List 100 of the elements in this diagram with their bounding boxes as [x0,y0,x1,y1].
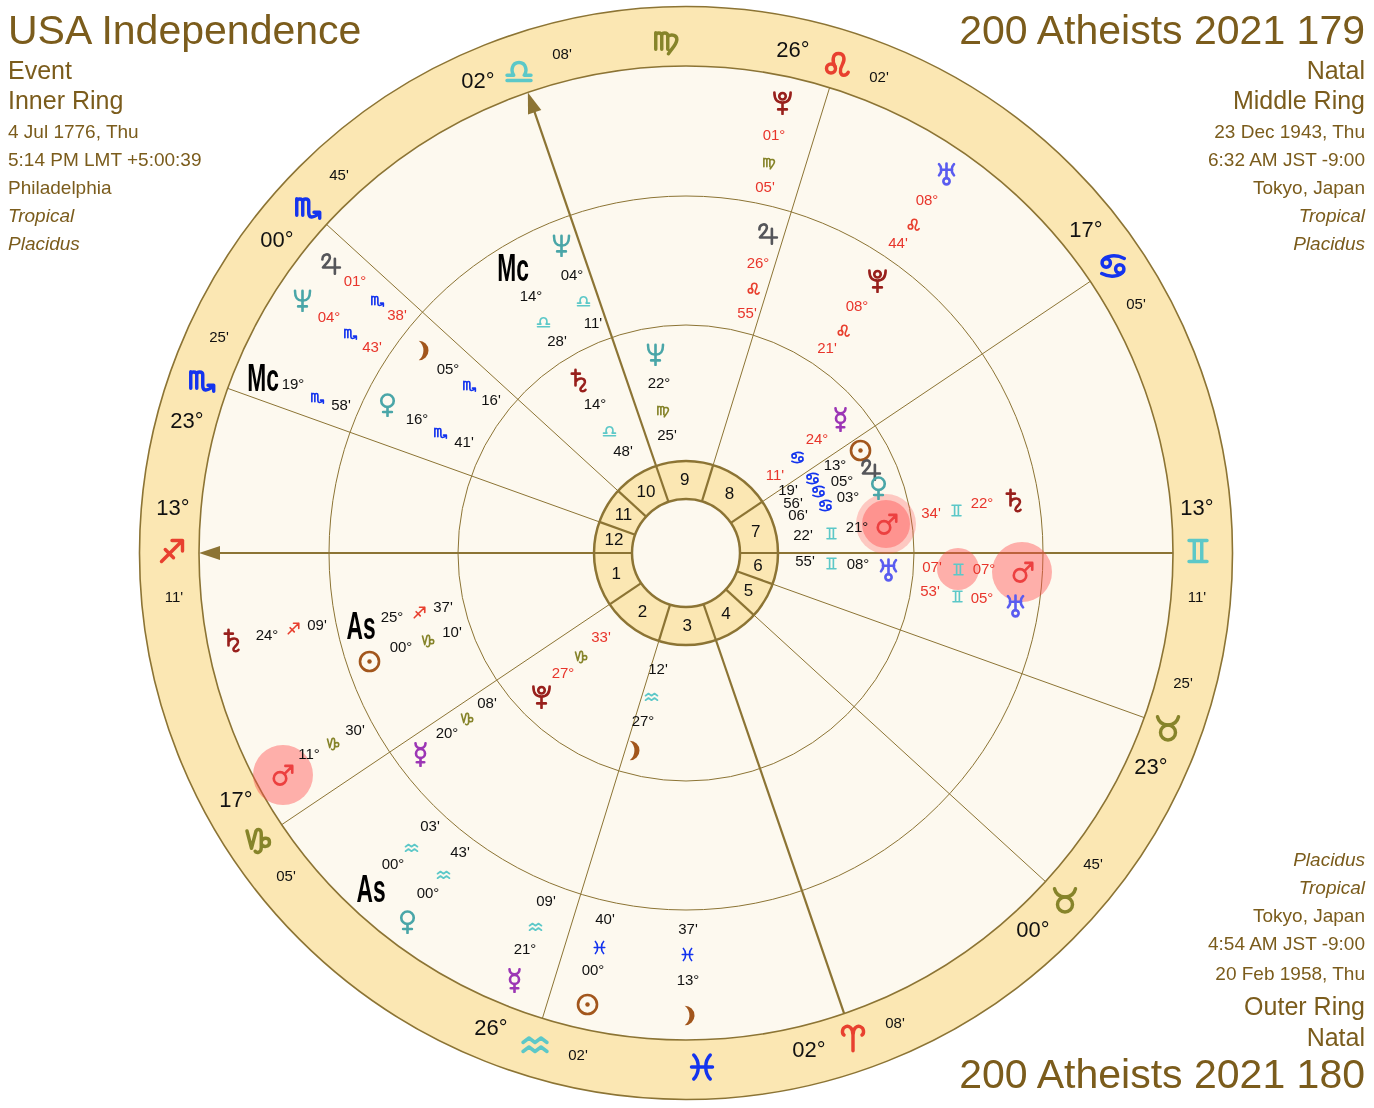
house-number: 5 [743,583,754,598]
house-system: Placidus [8,233,80,253]
chart-date: 23 Dec 1943, Thu [1214,121,1365,141]
minutes-label: 48' [613,444,633,458]
cusp-degree: 17° [1069,221,1103,239]
degree-label: 26° [746,256,770,270]
house-number: 9 [680,473,690,487]
chart-title: 200 Atheists 2021 180 [959,1053,1365,1095]
cusp-minutes: 05' [276,869,296,883]
house-system: Placidus [1293,233,1365,253]
degree-label: 03° [836,490,860,504]
degree-label: 08° [915,193,939,207]
house-number: 8 [724,487,735,502]
degree-label: 05° [970,591,994,605]
minutes-label: 53' [920,584,940,598]
cusp-degree: 13° [156,499,190,517]
house-number: 10 [636,485,656,499]
chart-type: Event [8,57,72,83]
cusp-minutes: 45' [1083,857,1103,871]
degree-label: 22° [970,496,994,510]
degree-label: 13° [676,973,700,987]
minutes-label: 43' [362,340,382,354]
zodiac-type: Tropical [1298,205,1365,225]
degree-label: 21° [513,942,537,956]
degree-label: 25° [380,610,404,624]
house-number: 2 [637,604,648,619]
cusp-minutes: 08' [885,1016,905,1030]
cusp-minutes: 45' [329,168,349,182]
minutes-label: 41' [454,435,474,449]
cusp-minutes: 08' [552,47,572,61]
degree-label: 13° [823,458,847,472]
degree-label: 04° [560,268,584,282]
angle-label: As [356,874,386,906]
zodiac-type: Tropical [1298,877,1365,897]
cusp-minutes: 11' [1187,590,1207,604]
chart-place: Philadelphia [8,177,112,197]
cusp-degree: 23° [1134,758,1168,776]
minutes-label: 30' [345,723,365,737]
minutes-label: 37' [678,922,698,936]
cusp-degree: 17° [219,791,253,809]
minutes-label: 09' [307,618,327,632]
minutes-label: 55' [737,306,757,320]
degree-label: 07° [972,562,996,576]
minutes-label: 38' [387,308,407,322]
minutes-label: 19' [778,483,798,497]
chart-place: Tokyo, Japan [1253,905,1365,925]
chart-type: Natal [1306,1024,1365,1050]
house-system: Placidus [1293,849,1365,869]
minutes-label: 37' [433,600,453,614]
degree-label: 08° [846,557,870,571]
degree-label: 27° [551,666,575,680]
angle-label: Mc [247,363,279,395]
chart-title: 200 Atheists 2021 179 [959,9,1365,51]
house-number: 7 [751,524,761,539]
minutes-label: 09' [536,894,556,908]
house-number: 3 [682,619,692,633]
minutes-label: 25' [657,428,677,442]
minutes-label: 10' [442,625,462,639]
house-number: 1 [611,567,621,582]
cusp-degree: 23° [170,412,204,430]
cusp-minutes: 05' [1126,297,1146,311]
cusp-degree: 02° [461,72,495,90]
ring-name: Middle Ring [1233,87,1365,113]
degree-label: 05° [830,474,854,488]
cusp-minutes: 02' [869,70,889,84]
degree-label: 22° [647,376,671,390]
degree-label: 00° [581,963,605,977]
degree-label: 20° [435,726,459,740]
degree-label: 05° [436,362,460,376]
degree-label: 21° [845,520,869,534]
minutes-label: 03' [420,819,440,833]
degree-label: 01° [343,274,367,288]
chart-type: Natal [1306,57,1365,83]
cusp-minutes: 25' [1173,676,1193,690]
degree-label: 16° [405,412,429,426]
minutes-label: 16' [481,393,501,407]
minutes-label: 28' [547,334,567,348]
chart-title: USA Independence [8,9,362,51]
cusp-degree: 00° [260,231,294,249]
zodiac-type: Tropical [8,205,75,225]
degree-label: 14° [583,397,607,411]
house-number: 12 [604,533,624,548]
house-number: 11 [614,508,633,523]
chart-time: 6:32 AM JST -9:00 [1208,149,1365,169]
angle-label: Mc [497,253,529,285]
cusp-degree: 00° [1016,921,1050,939]
degree-label: 00° [381,857,405,871]
degree-label: 24° [805,432,829,446]
house-number: 4 [721,607,731,621]
minutes-label: 07' [922,560,942,574]
degree-label: 00° [389,640,413,654]
degree-label: 14° [519,289,543,303]
cusp-degree: 26° [474,1019,508,1037]
degree-label: 04° [317,310,341,324]
minutes-label: 58' [331,398,351,412]
minutes-label: 55' [795,554,815,568]
minutes-label: 11' [765,468,785,482]
house-number: 6 [753,558,763,573]
minutes-label: 06' [788,508,808,522]
chart-date: 4 Jul 1776, Thu [8,121,139,141]
